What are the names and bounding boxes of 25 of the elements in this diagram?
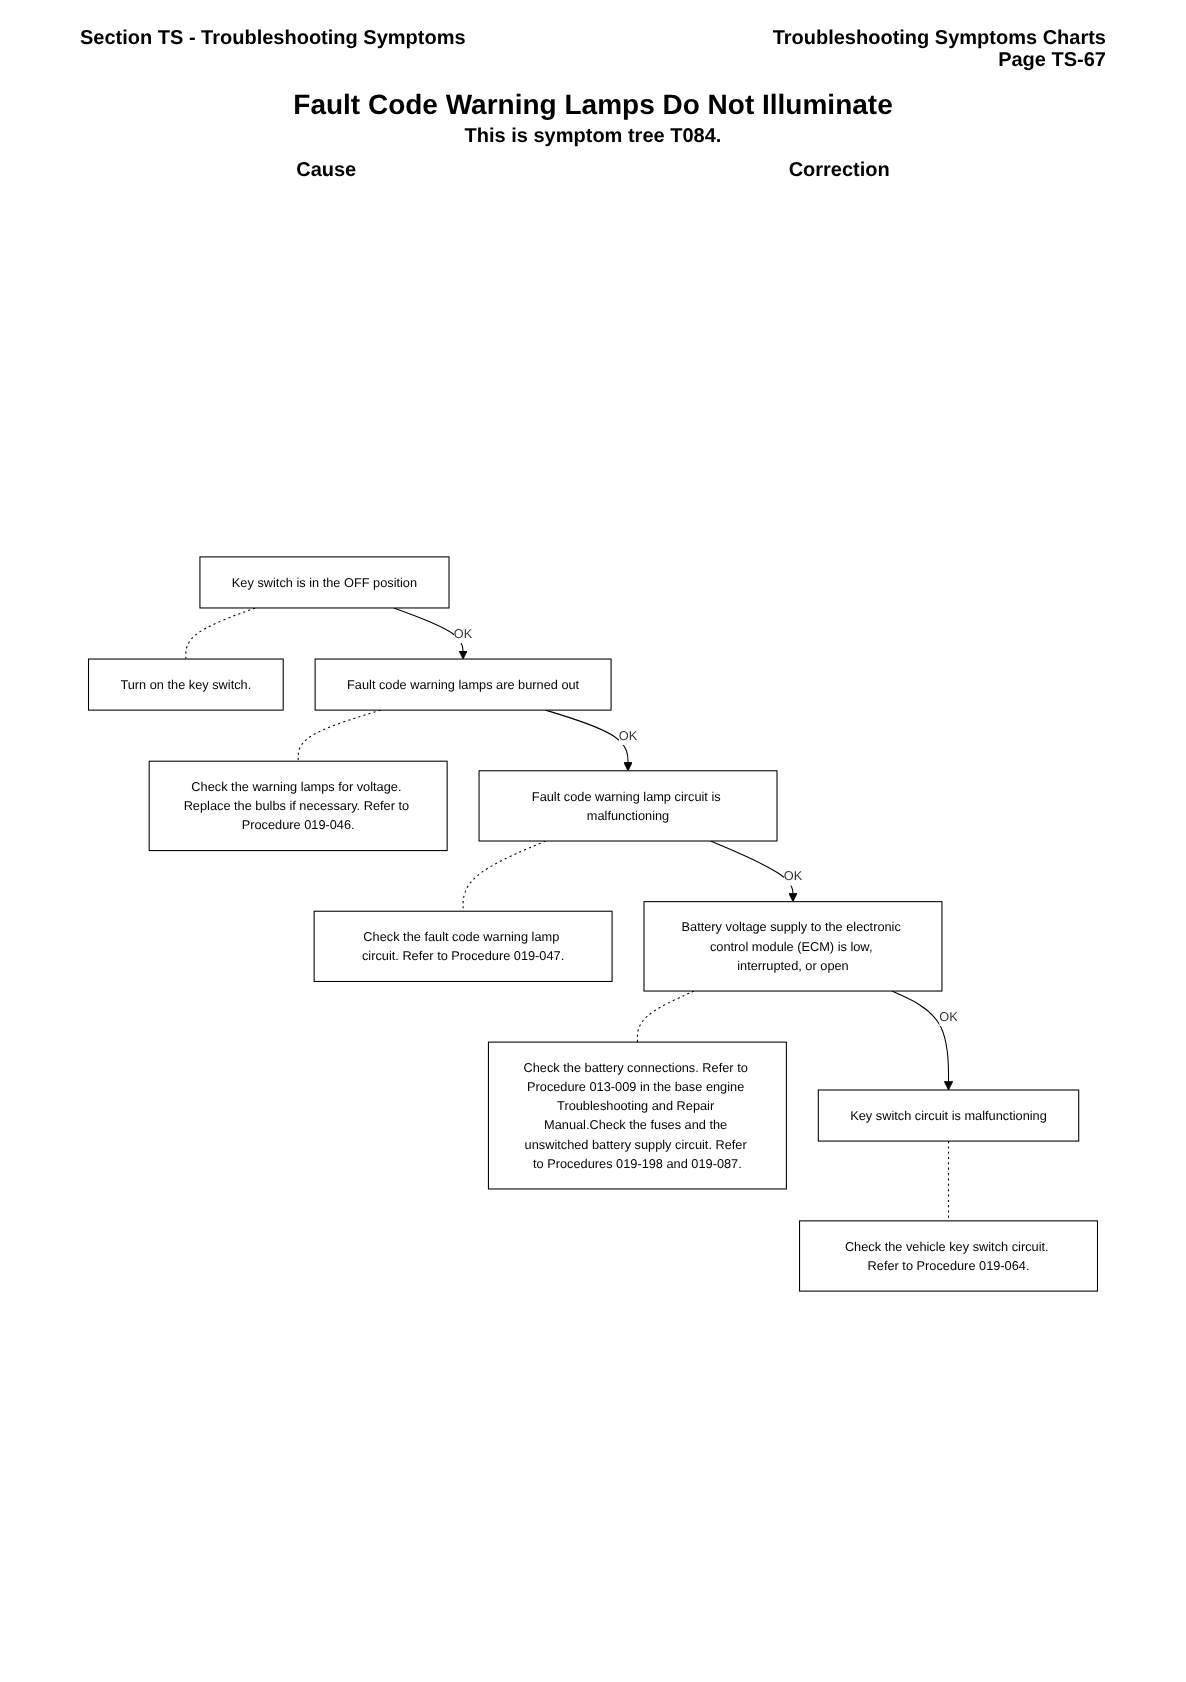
node-box xyxy=(487,1041,787,1190)
section-heading: Section TS - Troubleshooting Symptoms xyxy=(80,28,466,50)
column-heading: Correction xyxy=(788,160,890,182)
node-box xyxy=(148,760,448,852)
header-text: Troubleshooting Symptoms Charts xyxy=(772,28,1106,50)
column-heading: Cause xyxy=(296,160,357,182)
subtitle: This is symptom tree T084. xyxy=(464,126,722,148)
node-box xyxy=(199,556,450,609)
node-box xyxy=(313,910,613,982)
connector xyxy=(297,709,382,762)
node-box xyxy=(314,658,612,711)
arrow xyxy=(393,607,468,660)
node-box xyxy=(799,1220,1098,1292)
node-box xyxy=(88,658,284,711)
connector xyxy=(462,840,547,912)
arrow xyxy=(545,709,633,772)
connector xyxy=(185,607,256,660)
title: Fault Code Warning Lamps Do Not Illuminate xyxy=(291,88,895,120)
node-box xyxy=(817,1089,1080,1142)
page-number: Page TS-67 xyxy=(998,50,1106,72)
arrow xyxy=(891,990,954,1091)
node-box xyxy=(643,901,943,992)
connector xyxy=(636,990,695,1043)
arrow xyxy=(709,840,798,903)
node-box xyxy=(478,770,778,842)
